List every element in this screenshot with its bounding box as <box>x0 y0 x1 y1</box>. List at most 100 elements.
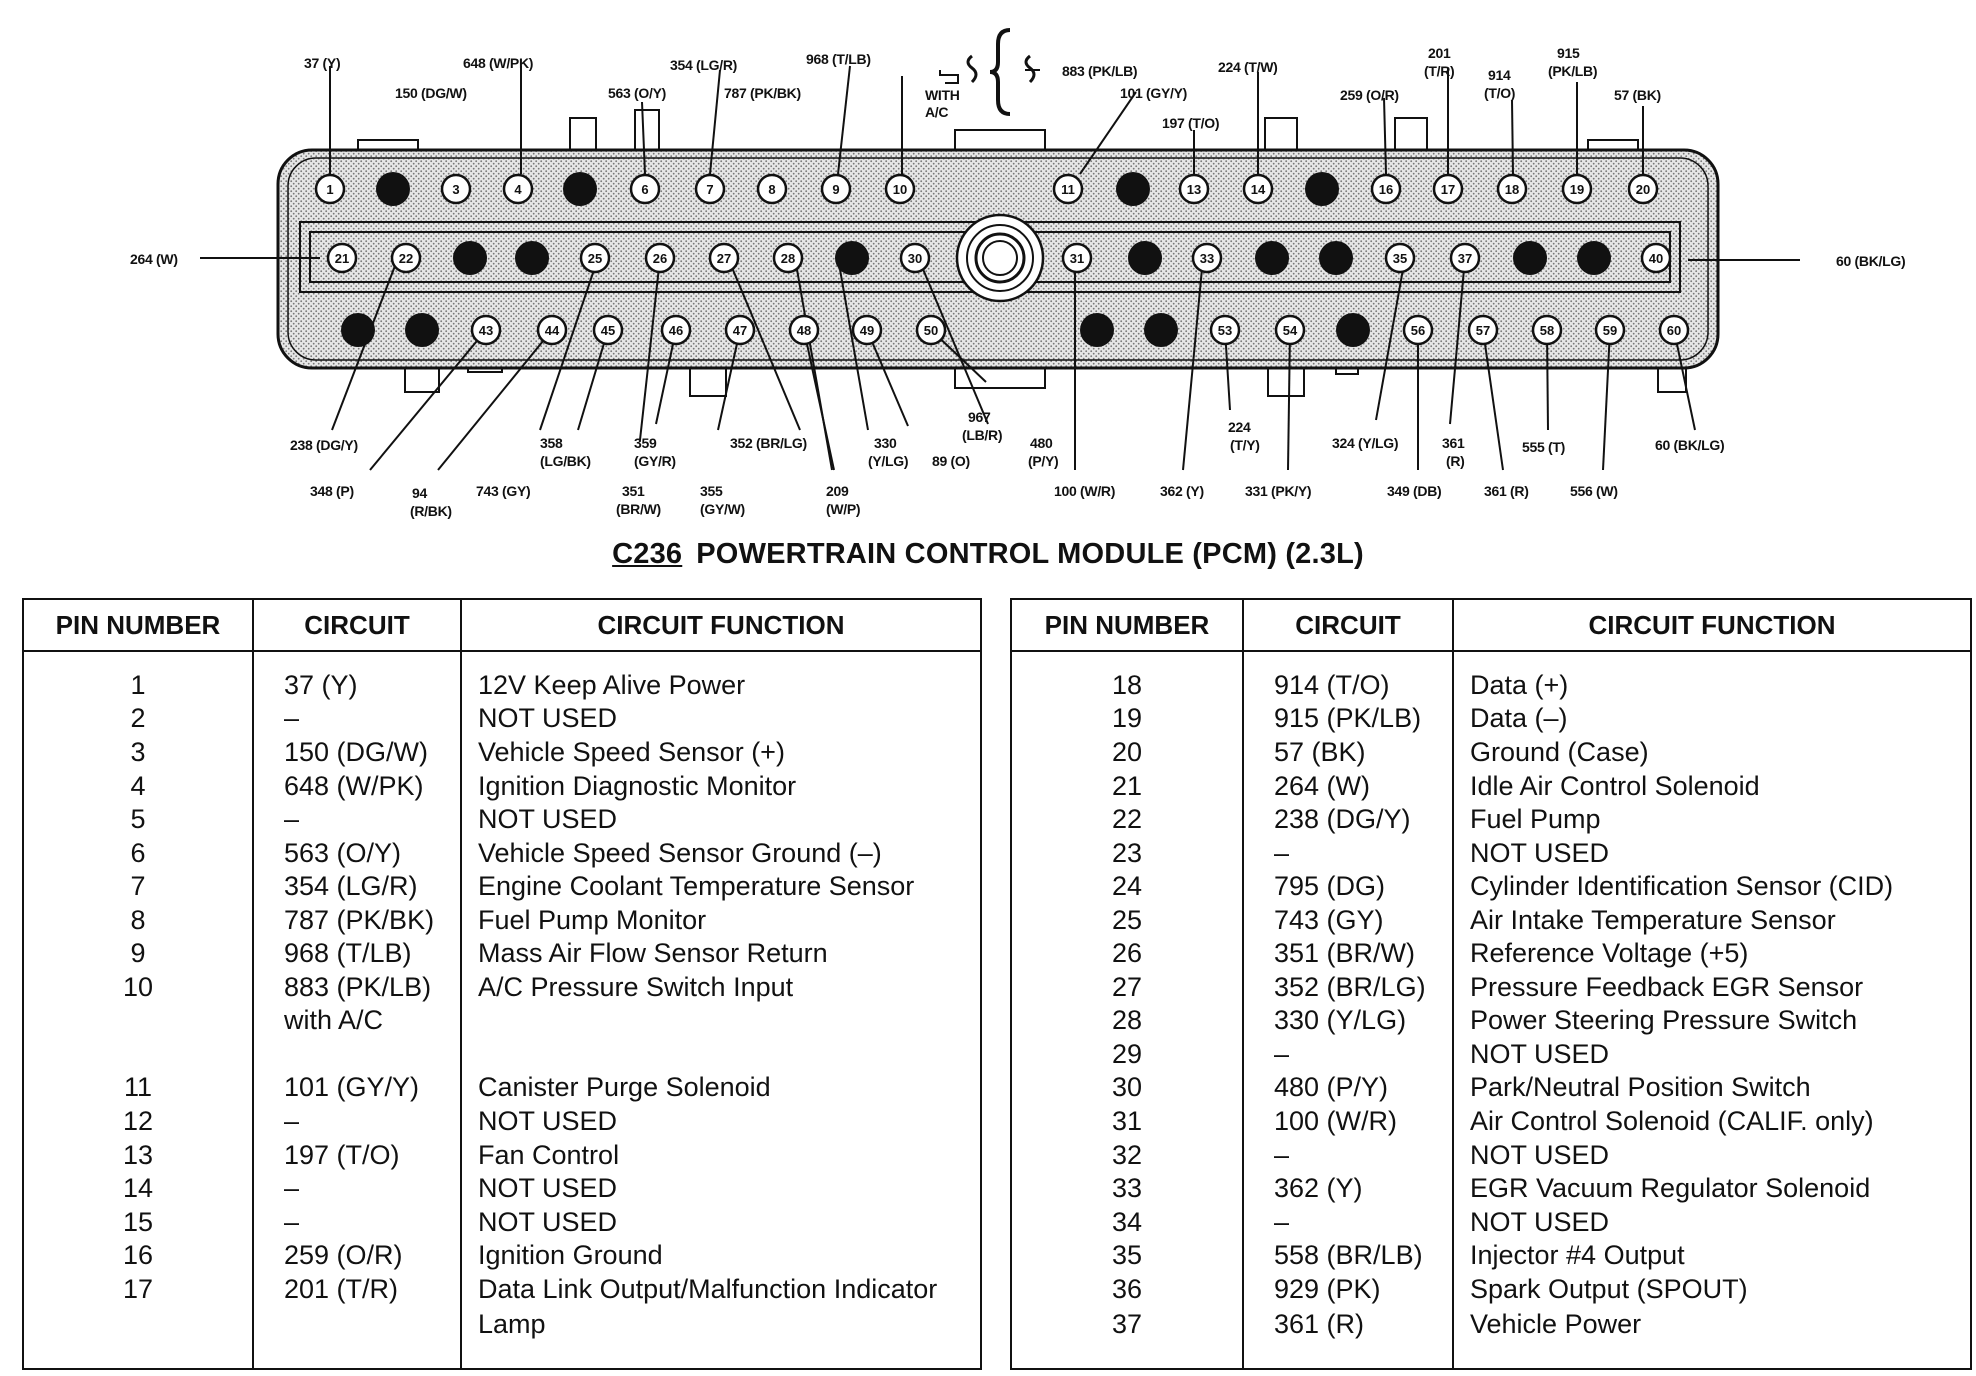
pin-number-label: 46 <box>669 323 683 338</box>
circuit-function-cell: Mass Air Flow Sensor Return <box>460 936 982 971</box>
circuit-cell: 795 (DG) <box>1242 869 1454 903</box>
pin-number-label: 47 <box>733 323 747 338</box>
circuit-cell: 351 (BR/W) <box>1242 936 1454 971</box>
wire-label: 358 <box>540 435 563 451</box>
circuit-cell: – <box>252 701 462 736</box>
unused-pin-cavity <box>405 313 439 347</box>
circuit-function-cell: Ignition Ground <box>460 1238 982 1272</box>
wire-label: 201 <box>1428 45 1451 61</box>
pin-number-cell: 16 <box>22 1238 254 1272</box>
circuit-function-cell: Park/Neutral Position Switch <box>1452 1070 1972 1105</box>
pin-number-label: 59 <box>1603 323 1617 338</box>
pin-number-label: 37 <box>1458 251 1472 266</box>
pin-terminal <box>1594 314 1626 346</box>
table-row: 14–NOT USED <box>22 1171 982 1205</box>
circuit-function-cell <box>460 1037 982 1071</box>
pin-terminal <box>440 173 472 205</box>
wire-label: 259 (O/R) <box>1340 87 1399 103</box>
pin-number-label: 18 <box>1505 182 1519 197</box>
circuit-function-cell: NOT USED <box>460 802 982 836</box>
wire-label: 224 (T/W) <box>1218 59 1278 75</box>
pin-number-label: 21 <box>335 251 349 266</box>
wire-label: 914 <box>1488 67 1511 83</box>
circuit-cell: – <box>252 1171 462 1205</box>
circuit-cell: 929 (PK) <box>1242 1271 1454 1306</box>
circuit-cell: 787 (PK/BK) <box>252 902 462 937</box>
pin-number-cell: 26 <box>1010 936 1244 971</box>
pin-number-cell: 23 <box>1010 835 1244 870</box>
circuit-cell: 480 (P/Y) <box>1242 1070 1454 1105</box>
table-row: 5–NOT USED <box>22 802 982 836</box>
wire-label: 94 <box>412 485 427 501</box>
pin-terminal <box>390 242 422 274</box>
wire-label: (GY/R) <box>634 453 676 469</box>
unused-pin-cavity <box>835 241 869 275</box>
pin-number-cell: 28 <box>1010 1003 1244 1038</box>
circuit-function-cell: Fuel Pump Monitor <box>460 902 982 937</box>
pin-number-cell: 36 <box>1010 1271 1244 1306</box>
circuit-cell: 743 (GY) <box>1242 902 1454 937</box>
pin-number-cell <box>22 1037 254 1071</box>
pin-terminal <box>1178 173 1210 205</box>
wire-label: (LB/R) <box>962 427 1002 443</box>
table-header-row: PIN NUMBER CIRCUIT CIRCUIT FUNCTION <box>22 598 982 652</box>
pin-number-label: 19 <box>1570 182 1584 197</box>
circuit-cell: 915 (PK/LB) <box>1242 701 1454 736</box>
unused-pin-cavity <box>563 172 597 206</box>
circuit-function-cell: Vehicle Speed Sensor Ground (–) <box>460 835 982 870</box>
wire-label: 209 <box>826 483 849 499</box>
pin-terminal <box>1274 314 1306 346</box>
pin-number-cell: 13 <box>22 1137 254 1172</box>
wire-label: (W/P) <box>826 501 860 517</box>
pin-terminal <box>1209 314 1241 346</box>
pin-number-label: 26 <box>653 251 667 266</box>
pin-terminal <box>1496 173 1528 205</box>
circuit-cell: 330 (Y/LG) <box>1242 1003 1454 1038</box>
circuit-function-cell: Lamp <box>460 1305 982 1369</box>
pin-number-cell: 5 <box>22 802 254 836</box>
wire-label: 743 (GY) <box>476 483 530 499</box>
circuit-cell: – <box>1242 1037 1454 1071</box>
pin-terminal <box>1402 314 1434 346</box>
table-row: 23–NOT USED <box>1010 835 1972 870</box>
pin-terminal <box>1561 173 1593 205</box>
circuit-cell: 883 (PK/LB) <box>252 970 462 1004</box>
circuit-cell: 37 (Y) <box>252 651 462 702</box>
header-circuit: CIRCUIT <box>1242 598 1454 652</box>
pin-terminal <box>1658 314 1690 346</box>
circuit-function-cell: Fan Control <box>460 1137 982 1172</box>
wire-label: 355 <box>700 483 723 499</box>
circuit-function-cell: NOT USED <box>1452 835 1972 870</box>
circuit-cell: with A/C <box>252 1003 462 1038</box>
circuit-cell: 354 (LG/R) <box>252 869 462 903</box>
circuit-cell: 648 (W/PK) <box>252 768 462 803</box>
pin-number-label: 9 <box>832 182 839 197</box>
pin-number-label: 35 <box>1393 251 1407 266</box>
pin-number-cell: 15 <box>22 1204 254 1239</box>
unused-pin-cavity <box>1513 241 1547 275</box>
wire-label: 324 (Y/LG) <box>1332 435 1398 451</box>
circuit-cell: 101 (GY/Y) <box>252 1070 462 1105</box>
pin-number-cell: 14 <box>22 1171 254 1205</box>
unused-pin-cavity <box>1128 241 1162 275</box>
pin-number-cell: 20 <box>1010 735 1244 769</box>
wire-label: 648 (W/PK) <box>463 55 533 71</box>
pin-number-cell: 10 <box>22 970 254 1004</box>
pin-terminal <box>1432 173 1464 205</box>
table-row: 34–NOT USED <box>1010 1204 1972 1239</box>
unused-pin-cavity <box>1144 313 1178 347</box>
pin-number-label: 16 <box>1379 182 1393 197</box>
unused-pin-cavity <box>453 241 487 275</box>
wire-label: 352 (BR/LG) <box>730 435 807 451</box>
wire-label: A/C <box>925 104 948 120</box>
pin-number-label: 10 <box>893 182 907 197</box>
table-row: 2–NOT USED <box>22 701 982 736</box>
wire-label: 351 <box>622 483 645 499</box>
